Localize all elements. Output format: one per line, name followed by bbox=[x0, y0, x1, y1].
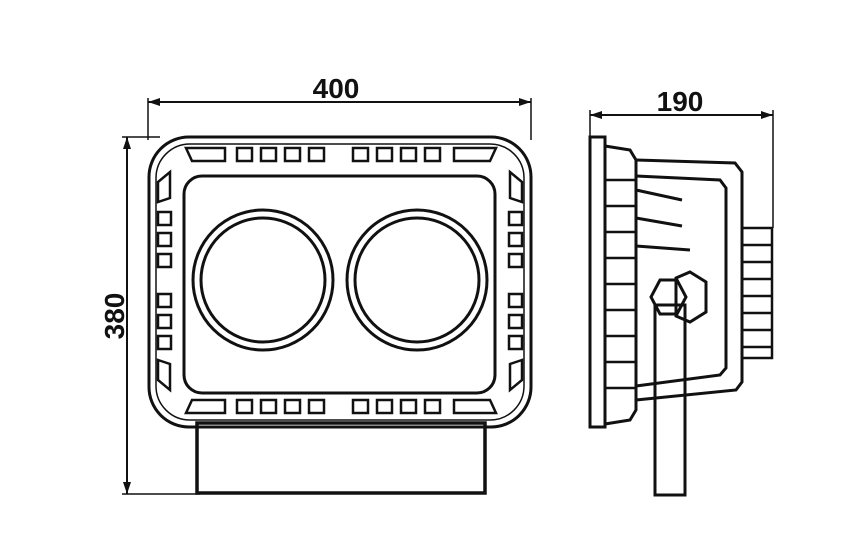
base-block bbox=[195, 421, 487, 495]
stand-post bbox=[653, 303, 687, 497]
bracket-arm bbox=[635, 158, 744, 402]
lens-panel bbox=[182, 174, 497, 395]
bottom-vents bbox=[184, 398, 498, 415]
front-height-dimension: 380 bbox=[99, 136, 200, 495]
housing-outline bbox=[147, 135, 533, 429]
led-left bbox=[191, 208, 335, 352]
left-vents bbox=[156, 169, 173, 393]
pivot-bolt bbox=[649, 270, 708, 324]
heatsink-fins bbox=[605, 178, 636, 390]
side-bezel bbox=[588, 135, 607, 429]
front-width-dimension: 400 bbox=[147, 73, 532, 140]
housing-inner-outline bbox=[155, 143, 525, 421]
side-view: 190 bbox=[588, 86, 774, 497]
side-depth-label: 190 bbox=[657, 86, 704, 117]
front-view: 400 380 bbox=[99, 73, 533, 495]
front-width-label: 400 bbox=[313, 73, 360, 104]
right-vents bbox=[507, 169, 524, 393]
rear-heatsink bbox=[740, 226, 774, 360]
side-depth-dimension: 190 bbox=[589, 86, 774, 228]
front-height-label: 380 bbox=[99, 293, 130, 340]
top-vents bbox=[184, 146, 498, 163]
led-right bbox=[345, 208, 489, 352]
